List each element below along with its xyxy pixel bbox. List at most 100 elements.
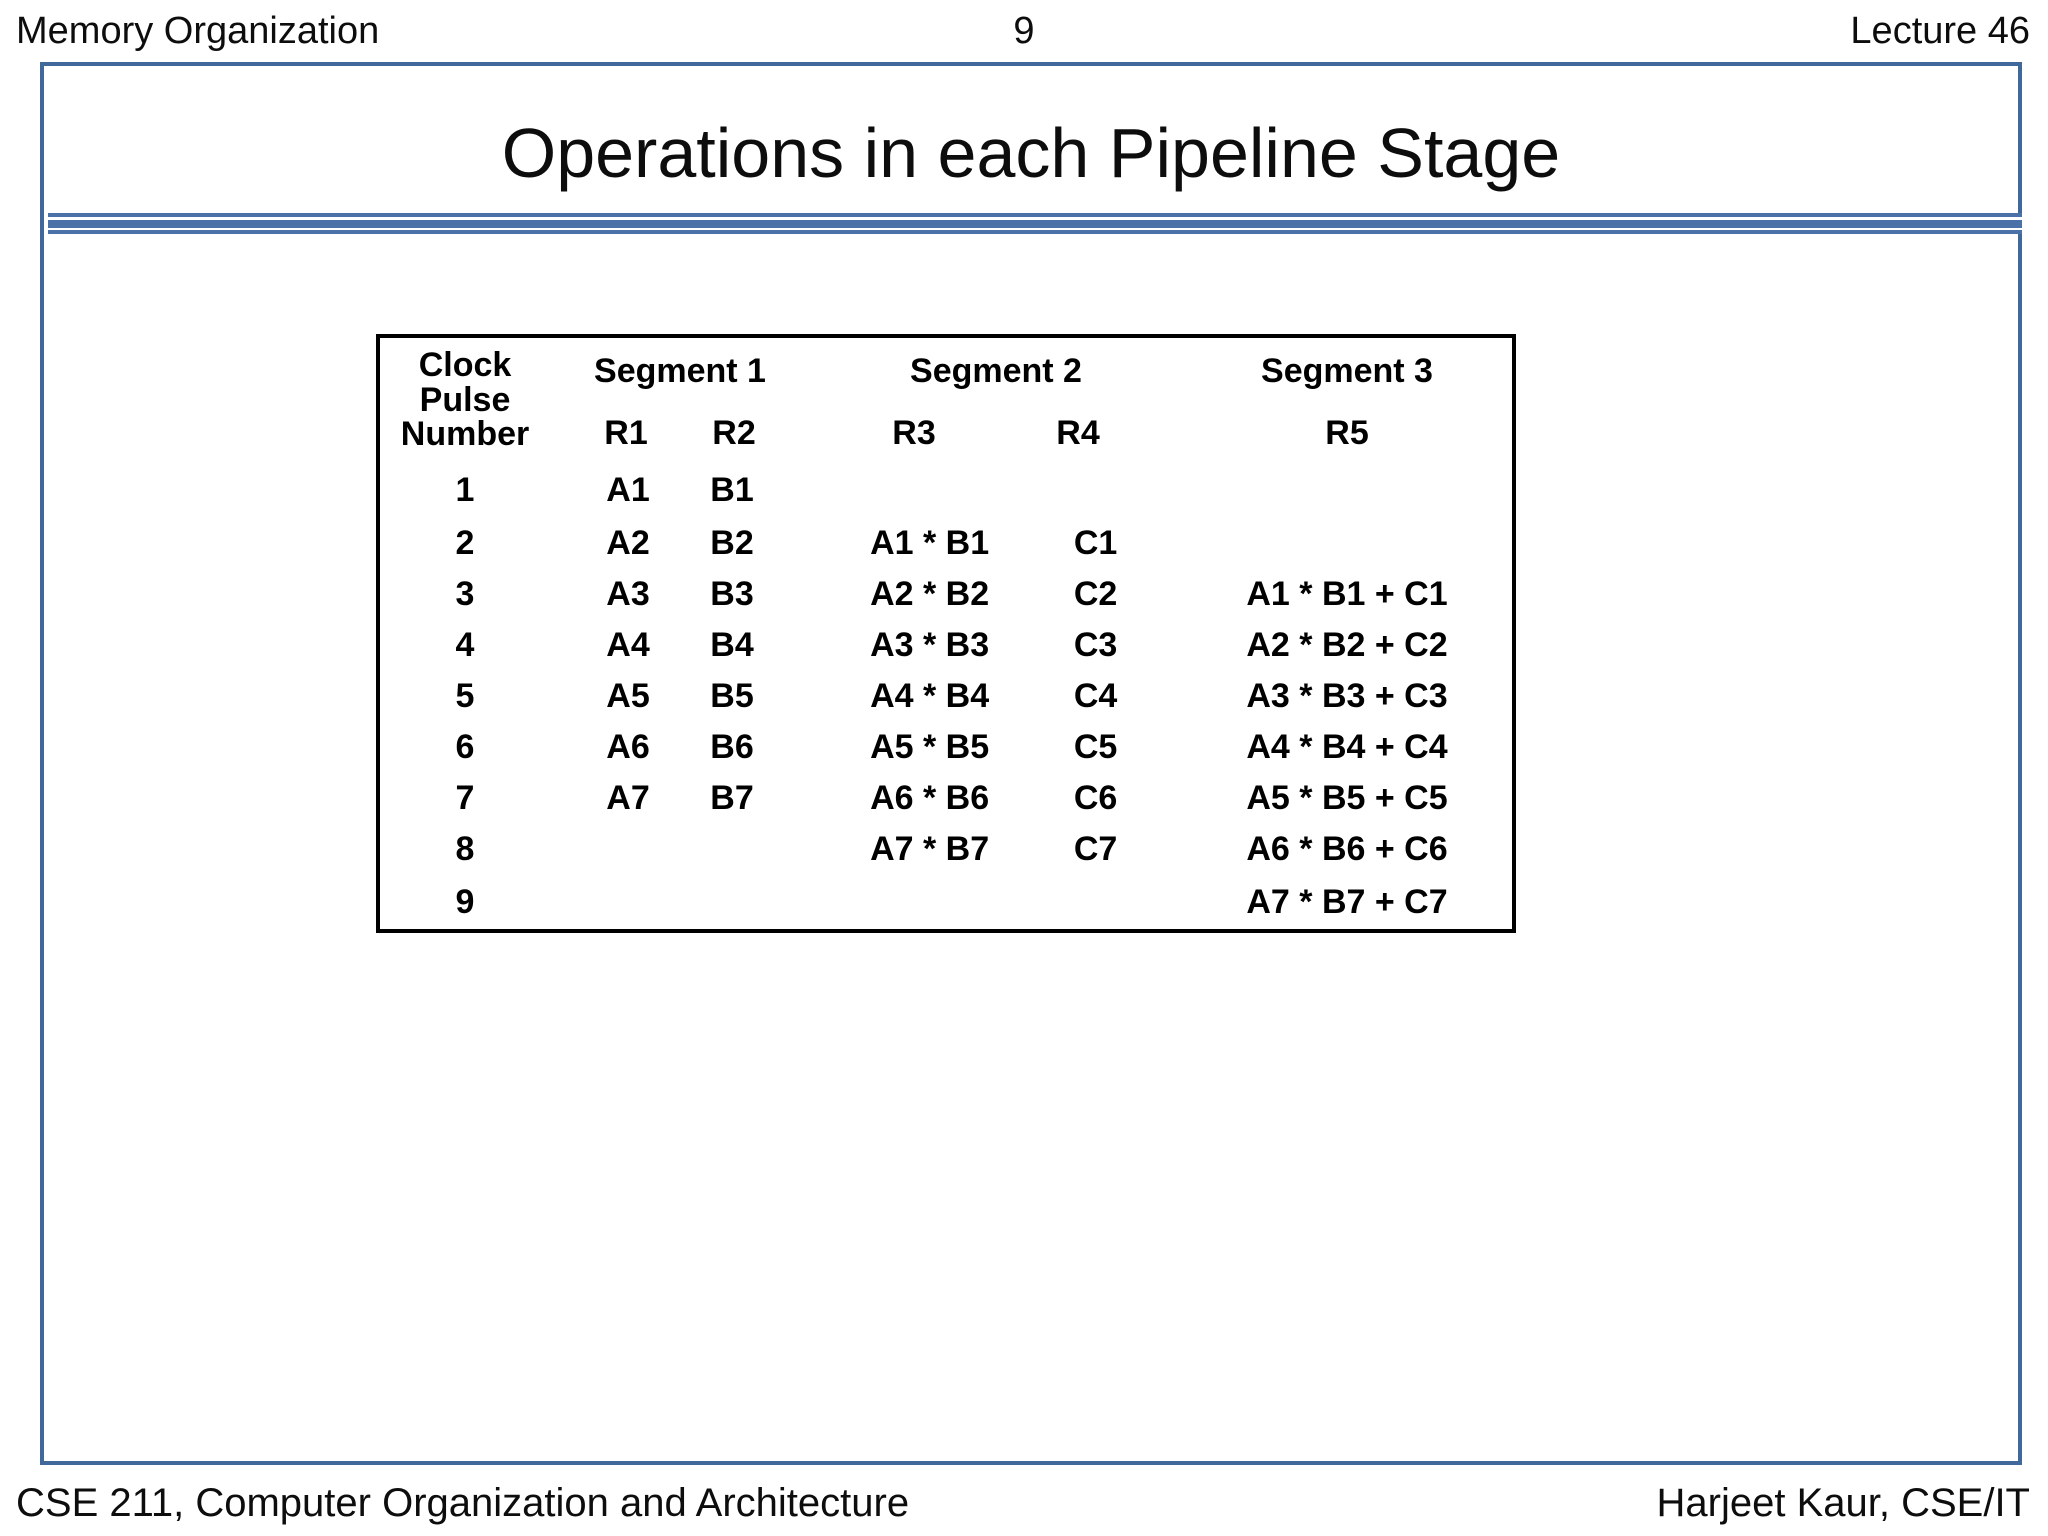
- footer-right-text: Harjeet Kaur, CSE/IT: [1656, 1481, 2030, 1525]
- cell-r2: B1: [710, 470, 754, 509]
- cell-clock-pulse: 1: [455, 470, 475, 509]
- header-segment-3-registers: R5: [1182, 404, 1514, 462]
- title-divider-rule: [48, 213, 2022, 234]
- clock-header-line-3: Number: [400, 415, 530, 454]
- header-segment-2: Segment 2: [910, 351, 1082, 390]
- table-row: 5 A5 B5 A4 * B4 C4 A3 * B3 + C3: [378, 671, 1514, 722]
- cell-r3: A6 * B6: [870, 779, 990, 817]
- cell-segment-1: A1 B1: [550, 462, 810, 518]
- header-segment-2-registers: R3 R4: [810, 404, 1182, 462]
- cell-r3: A7 * B7: [870, 830, 990, 868]
- cell-r1: A5: [606, 677, 650, 715]
- header-segment-1-registers: R1 R2: [550, 404, 810, 462]
- cell-segment-3: A1 * B1 + C1: [1246, 575, 1448, 613]
- slide-title: Operations in each Pipeline Stage: [501, 114, 1561, 192]
- header-clock-pulse-number: Clock Pulse Number: [378, 336, 550, 462]
- cell-r1: A6: [606, 728, 650, 766]
- cell-r4: C7: [1073, 830, 1118, 868]
- cell-clock-pulse: 5: [455, 677, 475, 715]
- divider-gap-top: [48, 217, 2022, 220]
- table-row: 2 A2 B2 A1 * B1 C1: [378, 518, 1514, 569]
- cell-r1: A7: [606, 779, 650, 817]
- cell-segment-1: A6 B6: [550, 722, 810, 773]
- cell-segment-2: A1 * B1 C1: [810, 518, 1182, 569]
- cell-r1: A3: [606, 575, 650, 613]
- cell-segment-2: [810, 875, 1182, 931]
- table-head: Clock Pulse Number Segment 1 Segment 2 S…: [378, 336, 1514, 462]
- cell-segment-1: A2 B2: [550, 518, 810, 569]
- divider-line-middle: [48, 220, 2022, 228]
- cell-clock-pulse: 2: [455, 524, 475, 562]
- cell-r3: A2 * B2: [870, 575, 990, 613]
- divider-gap-bottom: [48, 228, 2022, 230]
- cell-r3: A1 * B1: [870, 524, 990, 562]
- cell-segment-2: [810, 462, 1182, 518]
- cell-r2: B6: [710, 728, 754, 766]
- cell-segment-1: [550, 875, 810, 931]
- header-segment-3: Segment 3: [1261, 351, 1433, 390]
- cell-segment-2: A2 * B2 C2: [810, 569, 1182, 620]
- cell-r1: A1: [606, 470, 650, 509]
- cell-r4: C1: [1073, 524, 1118, 562]
- pipeline-table-container: Clock Pulse Number Segment 1 Segment 2 S…: [376, 334, 1516, 933]
- header-left-text: Memory Organization: [16, 10, 380, 52]
- cell-segment-3: A3 * B3 + C3: [1246, 677, 1448, 715]
- cell-segment-3: A2 * B2 + C2: [1246, 626, 1448, 664]
- header-register-r5: R5: [1325, 413, 1369, 452]
- cell-segment-2: A5 * B5 C5: [810, 722, 1182, 773]
- cell-clock-pulse: 8: [455, 830, 475, 868]
- cell-r2: B5: [710, 677, 754, 715]
- clock-header-line-1: Clock: [418, 345, 512, 384]
- cell-r3: A4 * B4: [870, 677, 990, 715]
- cell-r4: C2: [1073, 575, 1118, 613]
- cell-clock-pulse: 9: [455, 882, 475, 921]
- cell-segment-3: A4 * B4 + C4: [1246, 728, 1448, 766]
- table-row: 6 A6 B6 A5 * B5 C5 A4 * B4 + C4: [378, 722, 1514, 773]
- cell-clock-pulse: 4: [455, 626, 475, 664]
- cell-segment-1: [550, 824, 810, 875]
- table-row: 1 A1 B1: [378, 462, 1514, 518]
- cell-segment-3: A5 * B5 + C5: [1246, 779, 1448, 817]
- cell-segment-2: A7 * B7 C7: [810, 824, 1182, 875]
- cell-segment-1: A7 B7: [550, 773, 810, 824]
- cell-segment-3: A7 * B7 + C7: [1246, 882, 1448, 921]
- divider-line-top: [48, 213, 2022, 217]
- cell-r4: C5: [1073, 728, 1118, 766]
- cell-segment-2: A3 * B3 C3: [810, 620, 1182, 671]
- table-row: 7 A7 B7 A6 * B6 C6 A5 * B5 + C5: [378, 773, 1514, 824]
- cell-clock-pulse: 3: [455, 575, 475, 613]
- cell-segment-1: A5 B5: [550, 671, 810, 722]
- pipeline-table: Clock Pulse Number Segment 1 Segment 2 S…: [376, 334, 1516, 933]
- header-register-r2: R2: [712, 413, 756, 452]
- divider-line-bottom: [48, 230, 2022, 234]
- header-register-r4: R4: [1056, 413, 1100, 452]
- cell-r2: B4: [710, 626, 754, 664]
- cell-segment-2: A4 * B4 C4: [810, 671, 1182, 722]
- header-right-text: Lecture 46: [1850, 10, 2030, 52]
- table-header-row-segments: Clock Pulse Number Segment 1 Segment 2 S…: [378, 336, 1514, 452]
- slide-frame: Operations in each Pipeline Stage Clock …: [40, 62, 2022, 1465]
- cell-segment-2: A6 * B6 C6: [810, 773, 1182, 824]
- cell-r1: A2: [606, 524, 650, 562]
- cell-clock-pulse: 7: [455, 779, 475, 817]
- table-row: 9 A7 * B7 + C7: [378, 875, 1514, 931]
- footer-left-text: CSE 211, Computer Organization and Archi…: [16, 1481, 910, 1525]
- cell-r4: C3: [1073, 626, 1118, 664]
- cell-r4: C4: [1073, 677, 1118, 715]
- cell-segment-3: [1182, 518, 1514, 569]
- clock-header-line-2: Pulse: [419, 380, 511, 419]
- header-register-r3: R3: [892, 413, 936, 452]
- cell-r4: C6: [1073, 779, 1118, 817]
- cell-r3: A3 * B3: [870, 626, 990, 664]
- cell-clock-pulse: 6: [455, 728, 475, 766]
- header-segment-1: Segment 1: [594, 351, 766, 390]
- cell-r2: B7: [710, 779, 754, 817]
- cell-r2: B2: [710, 524, 754, 562]
- cell-r3: A5 * B5: [870, 728, 990, 766]
- table-header-row-registers: R1 R2 R3 R4 R5: [378, 404, 1514, 462]
